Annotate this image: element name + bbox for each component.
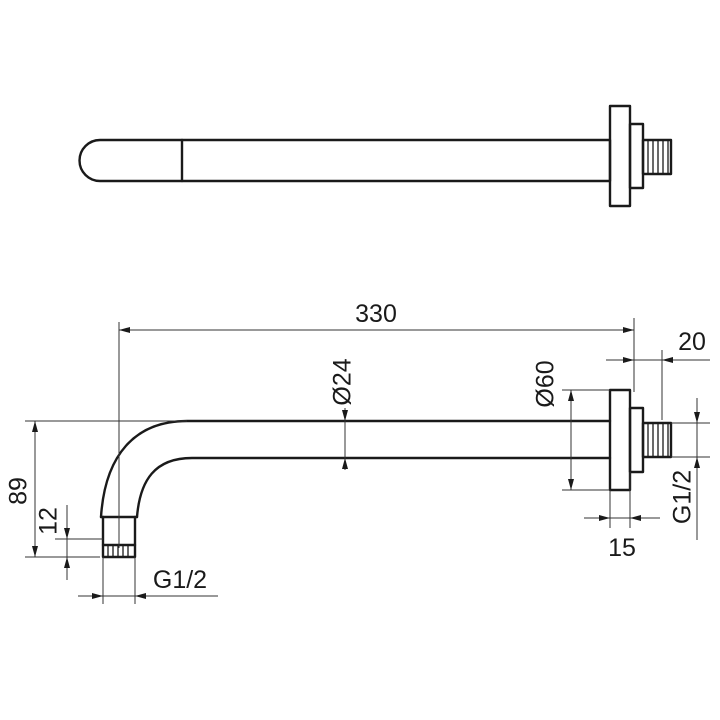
side-view-collar — [628, 406, 645, 474]
dimension-length-label: 330 — [355, 300, 397, 328]
side-view-arm-outer — [99, 419, 612, 519]
dimension-flange-thickness-label: 15 — [608, 534, 636, 562]
side-view-flange — [608, 388, 632, 492]
top-view-collar — [628, 122, 645, 190]
dimension-flange-thickness: 15 — [584, 472, 660, 562]
top-view-thread — [641, 138, 673, 176]
top-view-arm-body — [78, 138, 612, 183]
top-view-flange — [608, 104, 632, 208]
dimension-drop-height-label: 89 — [5, 477, 33, 505]
dimension-flange-diameter-label: Ø60 — [532, 360, 560, 407]
side-view — [99, 388, 673, 559]
dimension-pipe-diameter-label: Ø24 — [329, 358, 357, 405]
dimension-flange-depth: 20 — [606, 328, 710, 420]
dimension-wall-thread: G1/2 — [669, 398, 710, 540]
dimension-pipe-diameter: Ø24 — [329, 358, 357, 470]
dimension-length: 330 — [118, 300, 635, 548]
dimension-outlet-length-label: 12 — [35, 507, 63, 535]
dimension-flange-depth-label: 20 — [678, 328, 706, 356]
dimension-outlet-length: 12 — [35, 505, 103, 580]
dimension-flange-diameter: Ø60 — [532, 360, 610, 491]
dimension-outlet-thread: G1/2 — [78, 557, 218, 604]
dimension-wall-thread-label: G1/2 — [669, 470, 697, 524]
top-view — [78, 104, 673, 208]
dimension-outlet-thread-label: G1/2 — [153, 566, 207, 594]
side-view-wall-thread — [641, 421, 673, 459]
dimension-drop-height: 89 — [5, 420, 187, 558]
side-view-arm-inner — [135, 456, 612, 519]
